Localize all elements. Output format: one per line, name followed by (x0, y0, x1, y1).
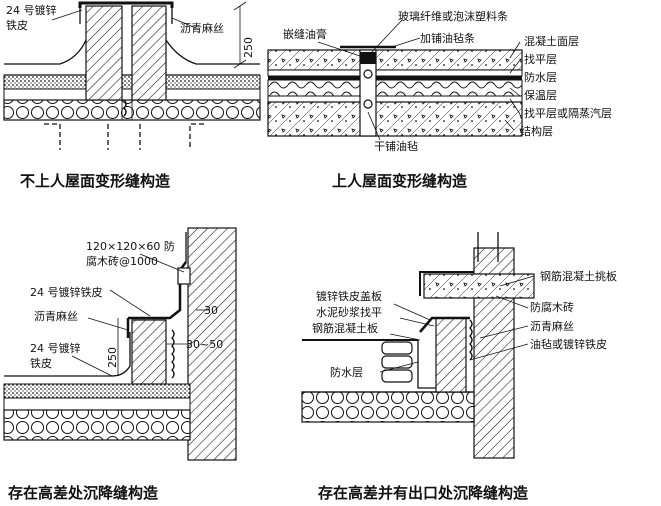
bl-dim-250: 250 (106, 347, 119, 368)
bl-insulation (3, 383, 191, 399)
panel-tl: 250 24 号镀锌 铁皮 沥青麻丝 不上人屋面变形缝构造 (3, 1, 261, 190)
br-label-rc-slab: 钢筋混凝土板 (312, 321, 378, 335)
br-galv-cover (419, 316, 470, 333)
br-label-rc-canopy: 钢筋混凝土挑板 (540, 269, 617, 283)
tl-upstand-wall-left (85, 5, 123, 101)
tr-leveling-vapor (267, 95, 523, 103)
bl-label-asphalt-jute: 沥青麻丝 (34, 309, 78, 323)
br-label-wood-brick: 防腐木砖 (530, 300, 574, 314)
bl-hollow-slab (3, 409, 191, 441)
br-rc-canopy (423, 273, 535, 299)
panel-tr: 嵌缝油膏 玻璃纤维或泡沫塑料条 加铺油毡条 混凝土面层 找平层 防水层 保温层 … (267, 9, 612, 190)
tr-label-felt-strip: 加铺油毡条 (420, 31, 475, 45)
tr-insulation (267, 79, 523, 97)
bl-label-galv-a: 24 号镀锌 (30, 341, 81, 355)
panel-br: 钢筋混凝土挑板 镀锌铁皮盖板 水泥砂浆找平 钢筋混凝土板 防腐木砖 沥青麻丝 油… (301, 232, 617, 502)
tr-label-structure: 结构层 (520, 124, 553, 138)
bl-dim-30-50: 30~50 (186, 338, 223, 351)
tr-label-dry-felt: 干铺油毡 (374, 139, 418, 153)
br-label-asphalt-jute: 沥青麻丝 (530, 319, 574, 333)
bl-label-brick-b: 腐木砖@1000 (86, 254, 158, 268)
bl-label-galv-b: 铁皮 (30, 357, 52, 370)
tl-label-galv-b: 铁皮 (6, 19, 28, 32)
tr-label-fiber-strip: 玻璃纤维或泡沫塑料条 (398, 9, 508, 23)
tr-joint (359, 49, 377, 137)
tr-label-insulation: 保温层 (524, 88, 557, 102)
bl-upstand (131, 319, 167, 385)
bl-label-brick-a: 120×120×60 防 (86, 239, 175, 253)
br-label-felt-or-galv: 油毡或镀锌铁皮 (530, 337, 607, 351)
tr-waterproof (268, 76, 522, 80)
bl-label-galv-sheet: 24 号镀锌铁皮 (30, 285, 103, 299)
br-label-mortar-level: 水泥砂浆找平 (316, 305, 382, 319)
tr-label-leveling: 找平层 (524, 52, 557, 66)
tr-structure (267, 101, 523, 137)
tr-leveling (267, 69, 523, 77)
tr-sealant (360, 52, 376, 64)
tl-caption: 不上人屋面变形缝构造 (20, 172, 170, 190)
br-hollow-slab (301, 391, 475, 423)
tl-upstand-wall-right (131, 5, 167, 101)
tl-label-asphalt-jute: 沥青麻丝 (180, 21, 224, 35)
bl-leveling (3, 397, 191, 411)
tr-concrete-surface (267, 49, 523, 71)
br-label-galv-cover: 镀锌铁皮盖板 (316, 289, 382, 303)
tl-dim-250: 250 (242, 37, 255, 58)
tr-label-waterproof: 防水层 (524, 70, 557, 84)
bl-caption: 存在高差处沉降缝构造 (8, 484, 158, 502)
tl-label-galv-a: 24 号镀锌 (6, 3, 57, 17)
br-upstand (435, 317, 467, 393)
tr-caption: 上人屋面变形缝构造 (332, 172, 467, 190)
tr-label-leveling-vapor: 找平层或隔蒸汽层 (524, 106, 612, 120)
bl-dim-30: 30 (204, 304, 218, 317)
panel-bl: 30 30~50 250 120×120×60 防 腐木砖@1000 24 号镀… (3, 227, 237, 502)
br-caption: 存在高差并有出口处沉降缝构造 (318, 484, 528, 502)
br-label-waterproof: 防水层 (330, 365, 363, 379)
tr-label-concrete-surface: 混凝土面层 (524, 34, 579, 48)
tr-label-sealant: 嵌缝油膏 (283, 27, 327, 41)
